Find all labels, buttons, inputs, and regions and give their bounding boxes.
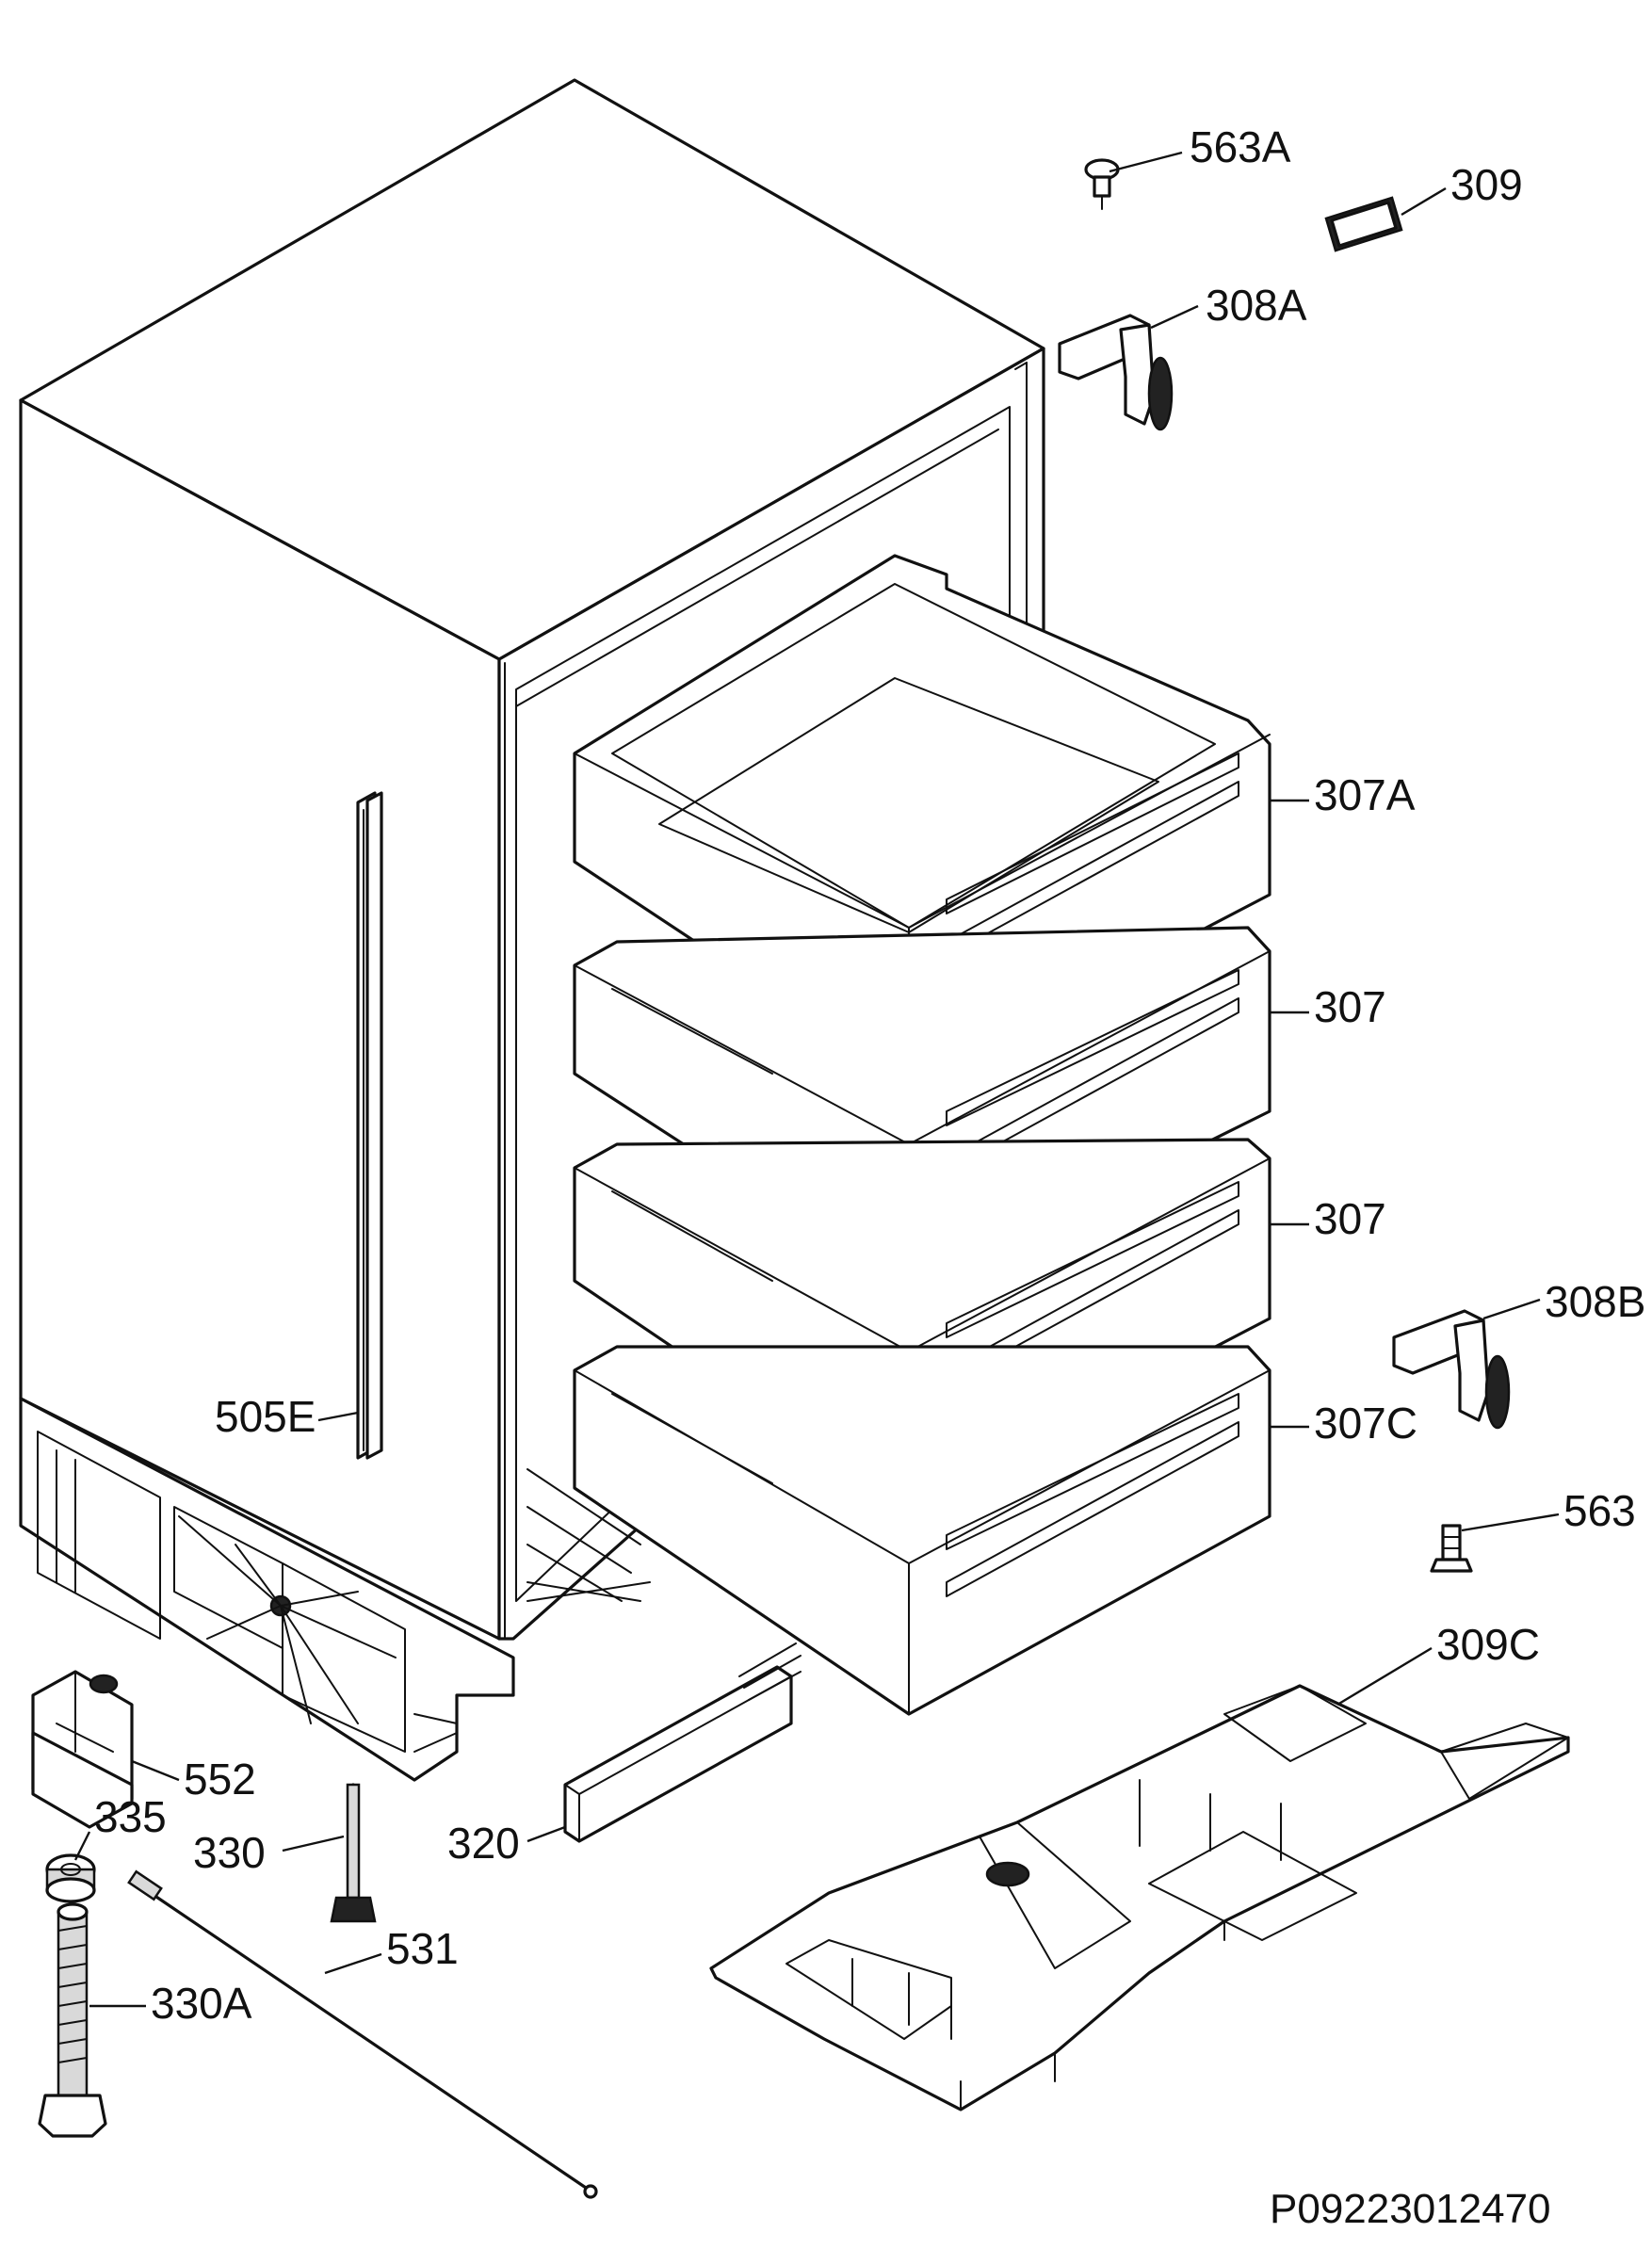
hinge-block-552	[31, 1670, 134, 1829]
leveling-foot-330A	[38, 1902, 107, 2138]
screw-563A	[1084, 158, 1120, 210]
callout-307C: 307C	[1314, 1399, 1417, 1448]
callout-309C: 309C	[1436, 1620, 1540, 1669]
callout-308B: 308B	[1545, 1277, 1645, 1326]
document-id: P09223012470	[1270, 2186, 1551, 2232]
seal-strip-505E	[356, 791, 383, 1460]
nut-335	[45, 1853, 96, 1903]
screw-563	[1430, 1524, 1473, 1573]
callout-531: 531	[386, 1924, 459, 1973]
hinge-308A	[1058, 314, 1174, 431]
callout-563A: 563A	[1190, 122, 1291, 171]
base-tray-309C	[709, 1684, 1570, 2111]
callout-563: 563	[1563, 1486, 1636, 1535]
drawer-307C	[573, 1345, 1271, 1716]
callout-307-upper: 307	[1314, 982, 1386, 1031]
callout-labels: 563A 309 308A 307A 307 307 308B 307C 563…	[94, 122, 1645, 2232]
callout-320: 320	[447, 1819, 520, 1868]
label-plate-309-face	[1330, 201, 1398, 248]
kick-strip-320	[563, 1642, 802, 1843]
callout-330A: 330A	[151, 1979, 252, 2028]
rod-531	[127, 1869, 598, 2199]
leader-lines	[73, 151, 1560, 2008]
hinge-308B	[1392, 1309, 1511, 1430]
callout-309: 309	[1450, 160, 1523, 209]
callout-308A: 308A	[1206, 281, 1307, 330]
callout-335: 335	[94, 1792, 167, 1841]
callout-307-lower: 307	[1314, 1194, 1386, 1243]
adjustable-foot-330	[330, 1783, 377, 1923]
drawer-307-lower	[573, 1138, 1271, 1509]
callout-552: 552	[184, 1755, 256, 1804]
cabinet-base-plinth	[19, 1397, 515, 1782]
callout-307A: 307A	[1314, 770, 1416, 819]
callout-330: 330	[193, 1828, 266, 1877]
callout-505E: 505E	[215, 1392, 316, 1441]
drawer-307-upper	[573, 926, 1271, 1292]
